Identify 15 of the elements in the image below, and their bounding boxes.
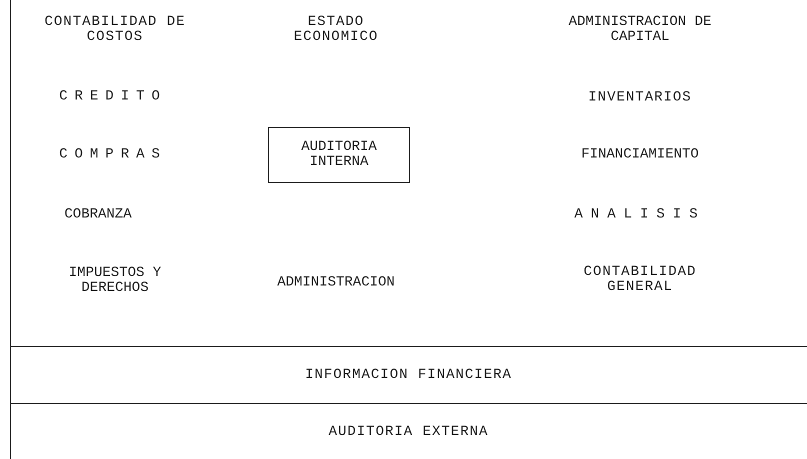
area-label: ANALISIS — [573, 208, 707, 222]
area-label: COBRANZA — [63, 208, 133, 222]
area-label: CREDITO — [58, 90, 168, 104]
area-label: ADMINISTRACION — [276, 276, 396, 290]
process-box: AUDITORIA INTERNA — [268, 127, 410, 183]
area-label: INVENTARIOS — [587, 90, 693, 106]
area-label: ESTADO ECONOMICO — [292, 15, 380, 45]
section-band: AUDITORIA EXTERNA — [10, 403, 807, 459]
area-label: IMPUESTOS Y DERECHOS — [68, 266, 162, 296]
area-label: ADMINISTRACION DE CAPITAL — [568, 15, 712, 45]
area-label: COMPRAS — [58, 148, 168, 162]
area-label: CONTABILIDAD GENERAL — [582, 265, 698, 295]
area-label: FINANCIAMIENTO — [580, 148, 700, 162]
area-label: CONTABILIDAD DE COSTOS — [43, 15, 187, 45]
section-band: INFORMACION FINANCIERA — [10, 346, 807, 403]
